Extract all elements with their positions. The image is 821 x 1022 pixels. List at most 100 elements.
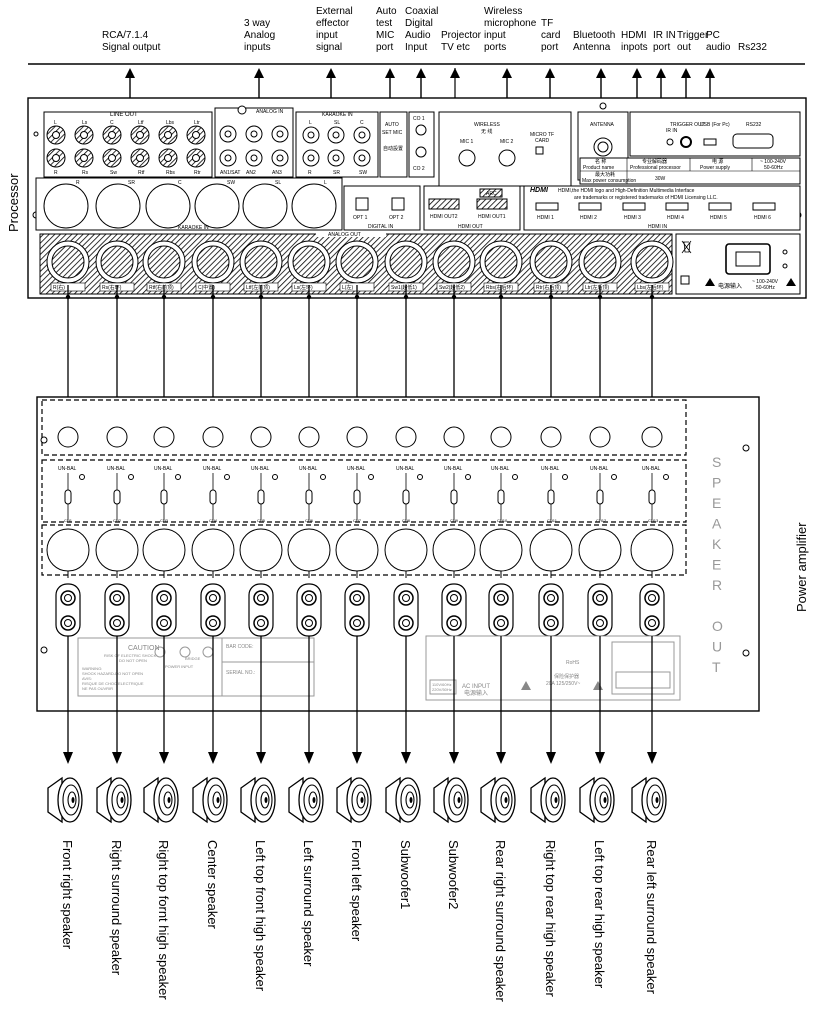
top-label-irin-line-0: IR IN xyxy=(653,30,676,41)
product-value-en: Professional processor xyxy=(630,165,681,171)
analog-out-label-2: Rtf(右前顶) xyxy=(149,284,174,291)
analog-out-label-7: Sw1(超低1) xyxy=(391,284,417,291)
karaoke-top-label-1: SL xyxy=(334,120,340,126)
ch-label-5: CH6 xyxy=(305,518,314,523)
top-label-wireless-line-3: ports xyxy=(484,42,506,53)
top-label-automic-line-0: Auto xyxy=(376,6,397,17)
ch-label-2: CH3 xyxy=(160,518,169,523)
hdmi-out2-label: HDMI OUT2 xyxy=(430,214,458,220)
opt1-label: OPT 1 xyxy=(353,215,368,221)
product-value-cn: 专业解码器 xyxy=(642,158,667,165)
caution-warning-4: RISQUE DE CHOC ELECTRIQUE xyxy=(82,681,144,686)
speaker-label-8: Subwoofer2 xyxy=(446,840,461,909)
opt2-port xyxy=(391,197,405,211)
speaker-out-letter-2: E xyxy=(712,495,721,511)
gain-knob-3 xyxy=(209,489,217,505)
amplifier-side-label: Power amplifier xyxy=(794,522,809,612)
unbal-label-6: UN-BAL xyxy=(347,466,366,472)
top-arrowhead-bt xyxy=(596,68,606,78)
speaker-icon xyxy=(143,776,179,824)
karaoke-in-title: KARAOKE IN xyxy=(322,112,353,118)
xlr-label-0: R xyxy=(76,180,80,186)
analog-out-label-6: L(左) xyxy=(342,284,353,291)
projector-arrowhead xyxy=(450,68,460,78)
speaker-out-letter-9: U xyxy=(712,639,722,655)
speaker-icon xyxy=(47,776,83,824)
ac-input-text: AC INPUT xyxy=(462,684,490,690)
ac-volt-2: 220V/50Hz xyxy=(432,687,452,692)
analog-in-title: ANALOG IN xyxy=(256,109,284,115)
analog-out-label-4: Ltf(左前顶) xyxy=(246,284,270,291)
speaker-arrowhead-6 xyxy=(352,752,362,764)
power-supply-hz: 50-60Hz xyxy=(764,165,783,171)
top-arrowhead-analog xyxy=(254,68,264,78)
karaoke-bottom-label-1: SR xyxy=(333,170,340,176)
gain-knob-6 xyxy=(353,489,361,505)
speaker-label-7: Subwoofer1 xyxy=(398,840,413,909)
speaker-arrowhead-0 xyxy=(63,752,73,764)
mic2-jack xyxy=(498,149,516,167)
power-input-v: ~ 100-240V xyxy=(752,279,779,285)
speaker-label-9: Rear right surround speaker xyxy=(493,840,508,1003)
ch-label-12: CH13 xyxy=(648,518,659,523)
caution-line-2: DO NOT OPEN xyxy=(119,658,147,663)
amp-xlr-jack-2 xyxy=(142,528,186,572)
top-label-coax-line-3: Input xyxy=(405,42,427,53)
top-label-trigger-line-1: out xyxy=(677,42,691,53)
hdmi-in-port-1 xyxy=(578,202,602,211)
barcode-label xyxy=(221,637,315,697)
coax-block xyxy=(408,111,435,178)
amp-input-jack-11 xyxy=(589,426,611,448)
gain-knob-7 xyxy=(402,489,410,505)
xlr-jack-2 xyxy=(145,183,191,229)
speaker-out-letter-4: K xyxy=(712,536,722,552)
unbal-label-9: UN-BAL xyxy=(491,466,510,472)
speaker-icon xyxy=(530,776,566,824)
max-power-value: 30W xyxy=(655,176,666,182)
amp-xlr-jack-1 xyxy=(95,528,139,572)
speaker-icon xyxy=(96,776,132,824)
top-arrowhead-wireless xyxy=(502,68,512,78)
ac-input-cn: 电源输入 xyxy=(464,689,488,697)
bridge-small-label: BRIDGE xyxy=(185,656,201,661)
barcode-text: BAR CODE: xyxy=(226,644,254,650)
top-label-automic-line-3: port xyxy=(376,42,393,53)
unbal-label-3: UN-BAL xyxy=(203,466,222,472)
speaker-label-11: Left top rear high speaker xyxy=(592,840,607,989)
power-input-small-label: POWER INPUT xyxy=(165,664,194,669)
ch-label-4: CH5 xyxy=(257,518,266,523)
power-input-cn: 电源输入 xyxy=(718,282,742,290)
mic2-label: MIC 2 xyxy=(500,139,514,145)
ch-label-1: CH2 xyxy=(113,518,122,523)
speaker-arrowhead-7 xyxy=(401,752,411,764)
xlr-label-4: SL xyxy=(275,180,281,186)
top-label-projector-line-0: Projector xyxy=(441,30,482,41)
speaker-arrowhead-1 xyxy=(112,752,122,764)
max-power-cn: 最大功耗 xyxy=(595,171,615,178)
wireless-block xyxy=(438,111,572,187)
amp-input-jack-10 xyxy=(540,426,562,448)
karaoke-xlr-title: KARAOKE IN xyxy=(178,225,209,231)
speaker-icon xyxy=(579,776,615,824)
amp-input-jack-1 xyxy=(106,426,128,448)
xlr-label-2: C xyxy=(178,180,182,186)
speaker-icon xyxy=(192,776,228,824)
analog-out-label-0: R(右) xyxy=(53,284,65,291)
speaker-arrowhead-2 xyxy=(159,752,169,764)
top-label-coax-line-0: Coaxial xyxy=(405,6,438,17)
speaker-icon xyxy=(433,776,469,824)
top-arrowhead-pc xyxy=(705,68,715,78)
top-label-wireless-line-1: microphone xyxy=(484,18,537,29)
top-label-rs232-line-0: Rs232 xyxy=(738,42,767,53)
speaker-arrowhead-3 xyxy=(208,752,218,764)
unbal-label-8: UN-BAL xyxy=(444,466,463,472)
fuse-text-2: 20A 125/250V~ xyxy=(546,681,580,687)
gain-knob-1 xyxy=(113,489,121,505)
top-label-hdmi-line-0: HDMI xyxy=(621,30,647,41)
gain-knob-11 xyxy=(596,489,604,505)
rs232-port-label: RS232 xyxy=(746,122,762,128)
hdmi-in-label-3: HDMI 4 xyxy=(667,215,684,221)
mic1-jack xyxy=(458,149,476,167)
top-label-analog-line-2: inputs xyxy=(244,42,271,53)
xlr-jack-0 xyxy=(43,183,89,229)
